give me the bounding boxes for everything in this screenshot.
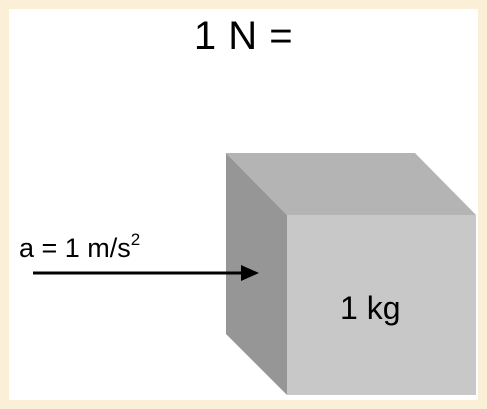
block-front-face	[287, 215, 476, 395]
acceleration-label-text: a = 1 m/s	[19, 233, 131, 263]
mass-label: 1 kg	[340, 290, 401, 326]
block-top-face	[226, 153, 476, 215]
acceleration-label: a = 1 m/s2	[19, 226, 140, 264]
acceleration-arrow-head	[241, 265, 259, 281]
acceleration-exponent: 2	[130, 230, 141, 249]
diagram-title: 1 N =	[193, 14, 294, 58]
